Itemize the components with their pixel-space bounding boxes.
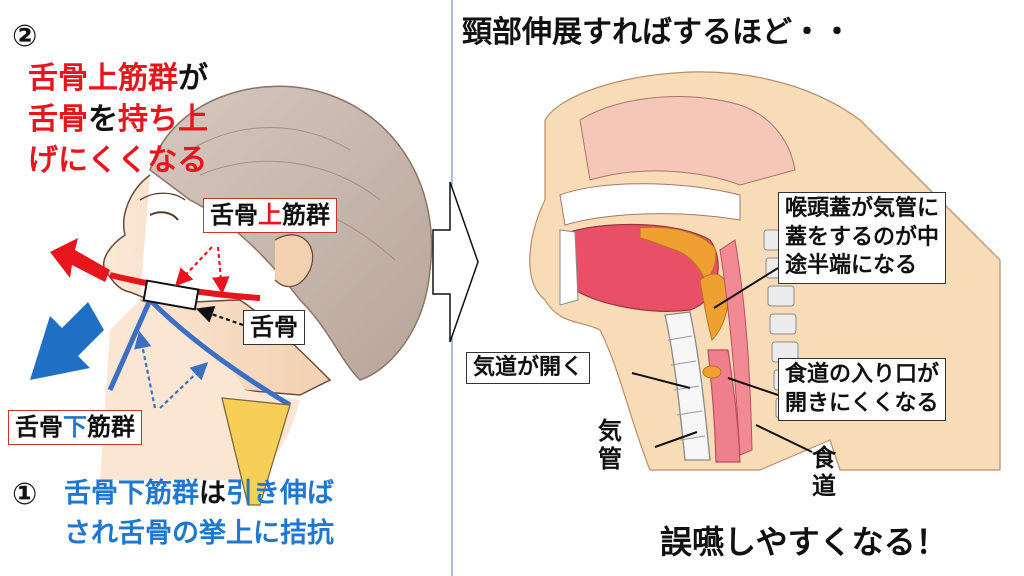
pointer-esophagus bbox=[755, 424, 813, 453]
hyoid-bone bbox=[142, 279, 200, 311]
label-epiglottis-box: 喉頭蓋が気管に 蓋をするのが中 途半端になる bbox=[778, 192, 947, 284]
label-infrahyoid-box: 舌骨下筋群 bbox=[8, 410, 142, 445]
pointer-suprahyoid-2 bbox=[212, 246, 230, 295]
label-trachea-char1: 気 bbox=[598, 417, 622, 445]
label-epiglottis-line1: 喉頭蓋が気管に bbox=[785, 196, 940, 221]
trachea bbox=[664, 311, 711, 461]
step1-line2: され舌骨の挙上に拮抗 bbox=[64, 518, 334, 549]
pointer-suprahyoid-1 bbox=[174, 246, 213, 287]
label-infrahyoid-box-run-0: 舌骨 bbox=[15, 413, 63, 441]
label-epiglottis-line2: 蓋をするのが中 bbox=[785, 224, 940, 250]
label-suprahyoid-box-run-0: 舌骨 bbox=[210, 201, 258, 229]
label-trachea-char2: 管 bbox=[598, 444, 622, 473]
label-esophagus: 食 道 bbox=[812, 444, 836, 500]
transition-arrow bbox=[432, 181, 479, 343]
step1-line1-run-1: は bbox=[199, 478, 226, 509]
label-esophagus-char2: 道 bbox=[812, 471, 836, 500]
label-esophagus-entry-box: 食道の入り口が 開きにくくなる bbox=[778, 358, 947, 422]
step1-line1-run-0: 舌骨下筋群 bbox=[64, 478, 199, 509]
conclusion-text: 誤嚥しやすくなる！ bbox=[660, 523, 948, 561]
label-esophagus-entry-line1: 食道の入り口が bbox=[785, 362, 940, 387]
label-suprahyoid-box: 舌骨上筋群 bbox=[203, 198, 337, 233]
step2-number: ② bbox=[12, 19, 38, 54]
step2-line1: 舌骨上筋群が bbox=[28, 61, 208, 97]
step2-line2-run-2: 持ち上 bbox=[118, 102, 208, 137]
label-esophagus-char1: 食 bbox=[812, 444, 836, 472]
label-suprahyoid-box-run-2: 筋群 bbox=[282, 201, 330, 229]
label-epiglottis-line3: 途半端になる bbox=[785, 253, 918, 279]
pointer-infrahyoid-1 bbox=[134, 330, 157, 409]
pointer-hyoid bbox=[195, 306, 244, 327]
label-airway-box: 気道が開く bbox=[466, 352, 591, 385]
blue-pull-arrow bbox=[30, 302, 104, 380]
step2-line2: 舌骨を持ち上 bbox=[28, 102, 208, 138]
step1-line1: 舌骨下筋群は引き伸ば bbox=[64, 478, 334, 509]
label-trachea: 気 管 bbox=[598, 417, 622, 473]
infrahyoid-muscle-line-right bbox=[148, 298, 292, 408]
step2-line1-run-0: 舌骨上筋群 bbox=[28, 61, 178, 96]
label-hyoid-box: 舌骨 bbox=[243, 310, 305, 345]
pointer-infrahyoid-2 bbox=[159, 361, 209, 409]
infrahyoid-muscle-line-left bbox=[107, 298, 153, 392]
label-infrahyoid-box-run-1: 下 bbox=[63, 413, 87, 441]
step2-line2-run-1: を bbox=[88, 102, 118, 137]
step1-line1-run-2: 引き伸ば bbox=[226, 478, 334, 509]
step2-line1-run-1: が bbox=[178, 61, 208, 96]
label-esophagus-entry-line2: 開きにくくなる bbox=[785, 390, 939, 416]
pointer-trachea bbox=[654, 431, 698, 448]
pointer-epiglottis bbox=[713, 267, 779, 309]
label-infrahyoid-box-run-2: 筋群 bbox=[87, 413, 135, 441]
red-pull-arrow bbox=[50, 238, 110, 282]
esophagus bbox=[707, 349, 741, 463]
step1-number: ① bbox=[12, 477, 38, 512]
step1-line2-run-0: され舌骨の挙上に拮抗 bbox=[64, 518, 334, 549]
step2-line3-run-0: げにくくなる bbox=[28, 143, 208, 178]
right-title: 頸部伸展すればするほど・・ bbox=[462, 15, 852, 50]
ear-shape bbox=[274, 234, 314, 288]
step2-line2-run-0: 舌骨 bbox=[28, 102, 88, 137]
sternum-shape bbox=[221, 397, 291, 506]
pointer-esophagus-entry bbox=[727, 377, 779, 396]
step2-line3: げにくくなる bbox=[28, 143, 208, 179]
label-suprahyoid-box-run-1: 上 bbox=[258, 201, 282, 229]
pointer-airway bbox=[631, 372, 691, 389]
